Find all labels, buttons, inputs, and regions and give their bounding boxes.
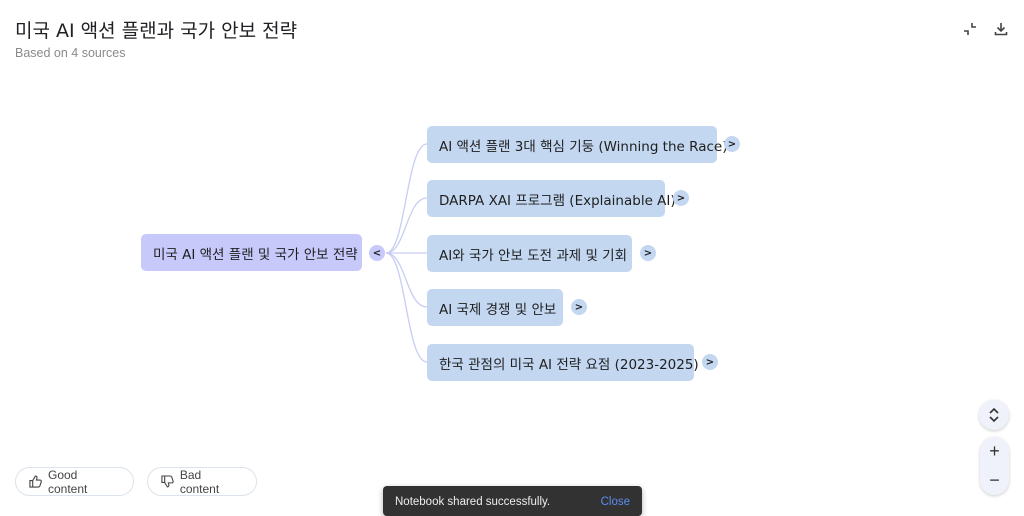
expand-toggle[interactable]: > [724,136,740,152]
thumbs-up-icon [29,475,42,488]
page-title: 미국 AI 액션 플랜과 국가 안보 전략 [15,20,298,42]
collapse-root-toggle[interactable]: < [369,245,385,261]
collapse-button[interactable] [958,17,982,41]
toast-message: Notebook shared successfully. [395,496,551,508]
mindmap-child-node[interactable]: AI와 국가 안보 도전 과제 및 기회 [427,235,632,272]
collapse-icon [964,23,976,35]
expand-toggle[interactable]: > [640,245,656,261]
connector [385,252,428,308]
expand-toggle[interactable]: > [702,354,718,370]
mindmap-root-node[interactable]: 미국 AI 액션 플랜 및 국가 안보 전략 [141,234,362,271]
connector [385,252,428,363]
download-button[interactable] [989,17,1013,41]
connector [385,197,428,254]
zoom-out-button[interactable]: − [989,470,1000,490]
fit-view-button[interactable] [979,400,1009,430]
connector [385,143,428,254]
expand-vertical-icon [989,407,999,423]
bad-content-button[interactable]: Bad content [147,467,257,496]
zoom-controls: + − [980,437,1009,495]
expand-toggle[interactable]: > [571,299,587,315]
mindmap-child-node[interactable]: 한국 관점의 미국 AI 전략 요점 (2023-2025) [427,344,699,381]
toast-close-button[interactable]: Close [600,496,630,508]
bad-content-label: Bad content [179,467,220,496]
good-content-label: Good content [47,467,88,496]
mindmap-child-node[interactable]: DARPA XAI 프로그램 (Explainable AI) [427,180,676,217]
expand-toggle[interactable]: > [673,190,689,206]
toast-notification: Notebook shared successfully. Close [383,486,642,516]
thumbs-down-icon [161,475,174,488]
good-content-button[interactable]: Good content [15,467,134,496]
zoom-in-button[interactable]: + [989,441,1000,461]
mindmap-child-node[interactable]: AI 국제 경쟁 및 안보 [427,289,563,326]
download-icon [994,23,1008,36]
mindmap-child-node[interactable]: AI 액션 플랜 3대 핵심 기둥 (Winning the Race) [427,126,727,163]
sources-count: Based on 4 sources [15,46,126,60]
